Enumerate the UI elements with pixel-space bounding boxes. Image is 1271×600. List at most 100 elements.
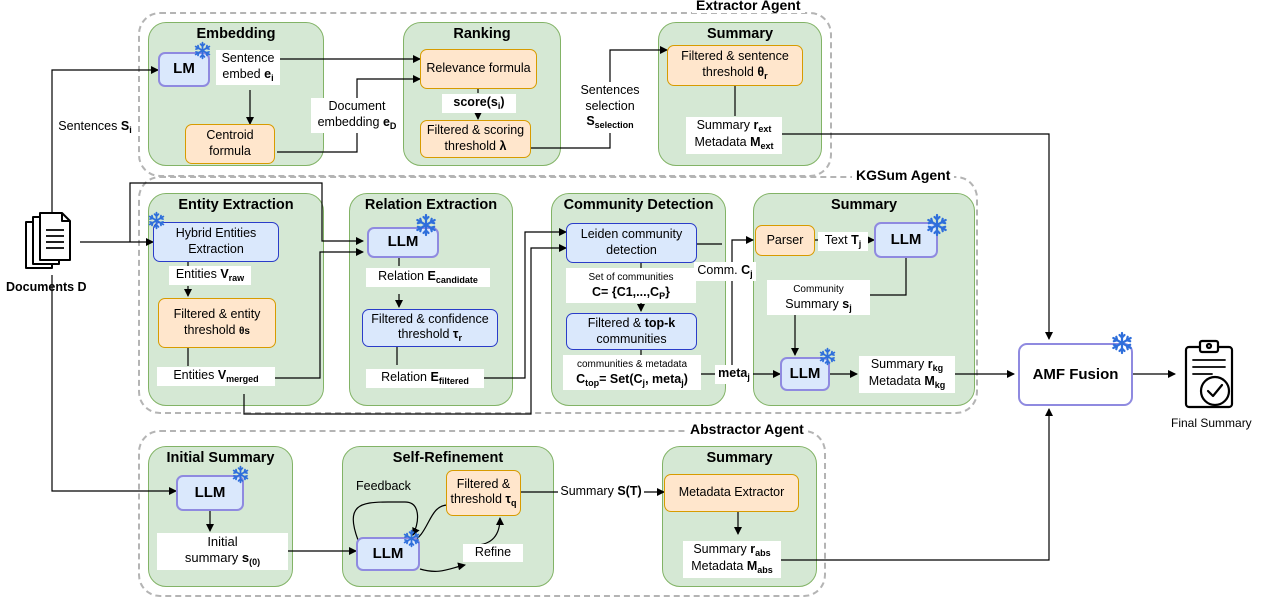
abstractor-output-label: Summary rabs Metadata Mabs: [683, 541, 781, 578]
lm-node: LM: [158, 52, 210, 87]
entities-merged-sub: merged: [226, 374, 259, 384]
abstractor-agent-title: Abstractor Agent: [686, 421, 808, 437]
doc-emb-var: e: [382, 114, 390, 129]
abs-metadata-sub: abs: [757, 565, 773, 576]
sentence-embed-label: Sentence embed ei: [216, 50, 280, 85]
snowflake-icon: [194, 41, 211, 60]
summary-st-var: S(T): [617, 484, 642, 498]
entities-raw-label: Entities Vraw: [169, 266, 251, 286]
sel-text-1: Sentences: [580, 83, 640, 97]
initial-summary-title: Initial Summary: [166, 450, 275, 466]
set-formula-close: }: [665, 284, 670, 299]
snowflake-icon: [1112, 331, 1132, 355]
snowflake-icon: [403, 529, 420, 548]
sel-sub: selection: [594, 120, 634, 131]
kg-summary-llm-node: LLM: [874, 222, 938, 258]
score-close: ): [500, 95, 505, 109]
kg-metadata-var: M: [924, 374, 935, 389]
filtered-entity-text-1: Filtered & entity: [173, 307, 261, 322]
initial-sub: (0): [249, 557, 261, 568]
ext-summary-var: r: [753, 118, 759, 132]
kgsum-summary-title: Summary: [830, 197, 898, 213]
set-of-communities-label: Set of communities C= {C1,...,CP}: [566, 268, 696, 303]
sentences-selection-label: Sentences selection Sselection: [565, 82, 655, 133]
ctop-sub2: j: [642, 377, 646, 388]
metadata-extractor-node: Metadata Extractor: [664, 474, 799, 512]
hybrid-text-2: Extraction: [188, 242, 244, 256]
meta-sub: j: [747, 372, 750, 382]
topk-bold: top-k: [644, 315, 676, 330]
documents-icon: [25, 212, 71, 269]
ext-metadata-sub: ext: [760, 141, 774, 152]
ctop-close: ): [683, 371, 688, 386]
meta-j-label: metaj: [715, 365, 753, 385]
entities-merged-var: V: [217, 368, 227, 382]
filtered-confidence-text-2: threshold: [397, 327, 450, 342]
ext-metadata-text: Metadata: [694, 135, 747, 150]
filtered-entity-text-2: threshold: [184, 323, 236, 337]
ctop-var: C: [576, 371, 586, 386]
comm-summary-sub: j: [849, 302, 852, 313]
leiden-text-1: Leiden community: [580, 227, 683, 242]
comm-summary-text: Summary: [785, 296, 839, 311]
snowflake-icon: [819, 347, 836, 366]
relation-filtered-label: Relation Efiltered: [366, 369, 484, 389]
ext-summary-text: Summary: [696, 118, 751, 132]
relation-candidate-label: Relation Ecandidate: [366, 268, 490, 288]
kg-output-label: Summary rkg Metadata Mkg: [859, 356, 955, 393]
doc-emb-sub: D: [389, 120, 397, 131]
comm-meta-text: communities & metadata: [576, 359, 688, 370]
filtered-sentence-text-1: Filtered & sentence: [681, 49, 789, 64]
relation-filtered-sub: filtered: [438, 376, 469, 386]
theta-r-sub: r: [764, 70, 768, 81]
kg-summary-text: Summary: [870, 357, 925, 371]
kg-summary-var: r: [927, 357, 933, 371]
sentences-text: Sentences: [58, 119, 118, 133]
relevance-formula-node: Relevance formula: [420, 49, 537, 89]
embedding-title: Embedding: [196, 26, 276, 42]
relation-candidate-sub: candidate: [435, 275, 478, 285]
text-t-sub: j: [858, 239, 862, 249]
centroid-text-2: formula: [209, 144, 251, 158]
final-summary-label: Final Summary: [1171, 416, 1252, 430]
abs-summary-var: r: [750, 542, 756, 556]
community-detection-title: Community Detection: [563, 197, 714, 213]
sentences-sub: i: [129, 125, 132, 135]
entities-raw-var: V: [220, 267, 229, 281]
set-comm-text: Set of communities: [588, 272, 674, 283]
sentence-embed-text-2: embed: [222, 66, 261, 81]
kg-metadata-text: Metadata: [868, 374, 921, 389]
theta-r-symbol: θ: [757, 64, 765, 79]
initial-text-1: Initial: [207, 534, 238, 549]
filtered-scoring-text-2: threshold: [444, 139, 496, 153]
tau-r-sub: r: [458, 333, 463, 344]
sentence-embed-var: e: [264, 66, 272, 81]
comm-cj-sub: j: [750, 269, 753, 279]
tau-r-symbol: τ: [452, 327, 459, 342]
initial-llm-node: LLM: [176, 475, 244, 511]
sentences-var: S: [120, 119, 130, 133]
amf-fusion-node: AMF Fusion: [1018, 343, 1133, 406]
entities-raw-text: Entities: [175, 267, 217, 281]
relation-candidate-text: Relation: [378, 269, 425, 283]
lambda-symbol: λ: [499, 139, 507, 153]
ext-summary-sub: ext: [758, 124, 772, 134]
text-tj-label: Text Tj: [818, 232, 868, 252]
refinement-llm-node: LLM: [356, 537, 420, 571]
community-summary-label: Community Summary sj: [767, 280, 870, 315]
comm-cj-label: Comm. Cj: [694, 262, 756, 282]
set-formula: C= {C1,...,C: [592, 284, 660, 299]
snowflake-icon: [927, 213, 947, 237]
tau-q-sub: q: [511, 498, 517, 509]
filt-th-text-1: Filtered &: [456, 476, 511, 491]
filt-th-text-2: threshold: [450, 492, 502, 507]
kg-metadata-sub: kg: [934, 380, 946, 391]
leiden-text-2: detection: [606, 243, 657, 257]
score-sub: i: [497, 101, 501, 111]
ctop-label: communities & metadata Ctop= Set(Cj, met…: [563, 355, 701, 390]
